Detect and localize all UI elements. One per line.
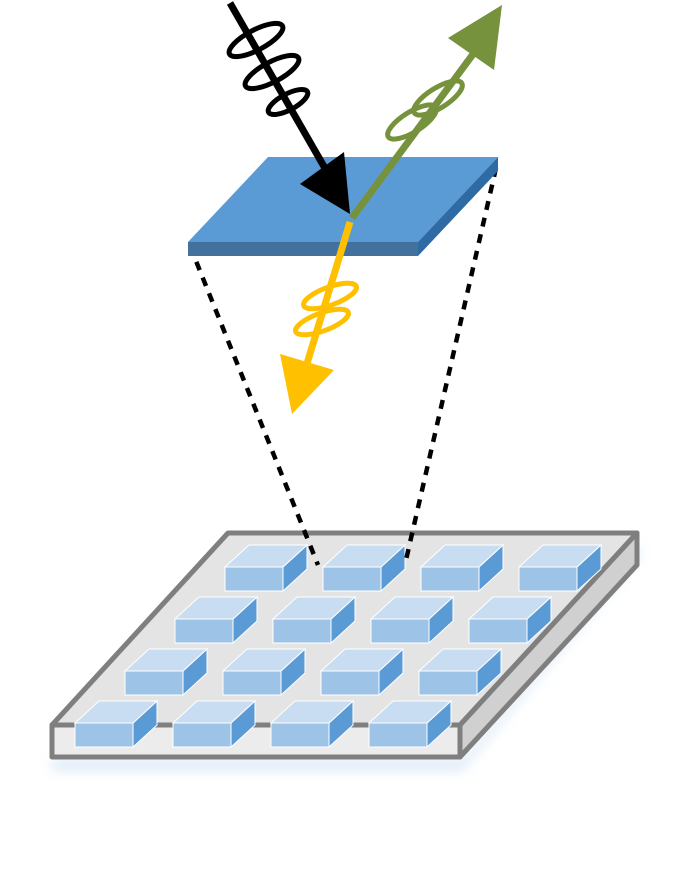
nano-element-block [319, 647, 405, 697]
nano-element-block [269, 699, 355, 749]
element-array [73, 543, 603, 749]
incident-beam [226, 1, 350, 214]
nano-element-block [223, 543, 309, 593]
nano-element-block [467, 595, 553, 645]
projection-lines [187, 167, 499, 566]
nano-element-block [517, 543, 603, 593]
incident-beam-polarization-icon [226, 20, 311, 118]
projection-line-left [187, 245, 321, 566]
nano-element-block [417, 647, 503, 697]
incident-beam-arrowhead [300, 152, 350, 214]
transmitted-beam-polarization-icon [293, 280, 359, 338]
nano-element-block [369, 595, 455, 645]
nano-element-block [73, 699, 159, 749]
nano-element-block [123, 647, 209, 697]
reflected-beam-arrowhead [448, 5, 502, 70]
nano-element-block [367, 699, 453, 749]
transmitted-beam [280, 220, 359, 414]
reflected-beam-polarization-icon [385, 78, 465, 142]
nano-element-block [419, 543, 505, 593]
nano-element-block [321, 543, 407, 593]
nano-element-block [171, 699, 257, 749]
reflected-beam [349, 5, 502, 221]
nano-element-block [173, 595, 259, 645]
slab-front [188, 242, 418, 256]
slab-side [418, 157, 498, 256]
nano-element-block [271, 595, 357, 645]
transmitted-beam-arrowhead [280, 354, 334, 414]
substrate-side [457, 530, 640, 760]
nano-element-block [221, 647, 307, 697]
